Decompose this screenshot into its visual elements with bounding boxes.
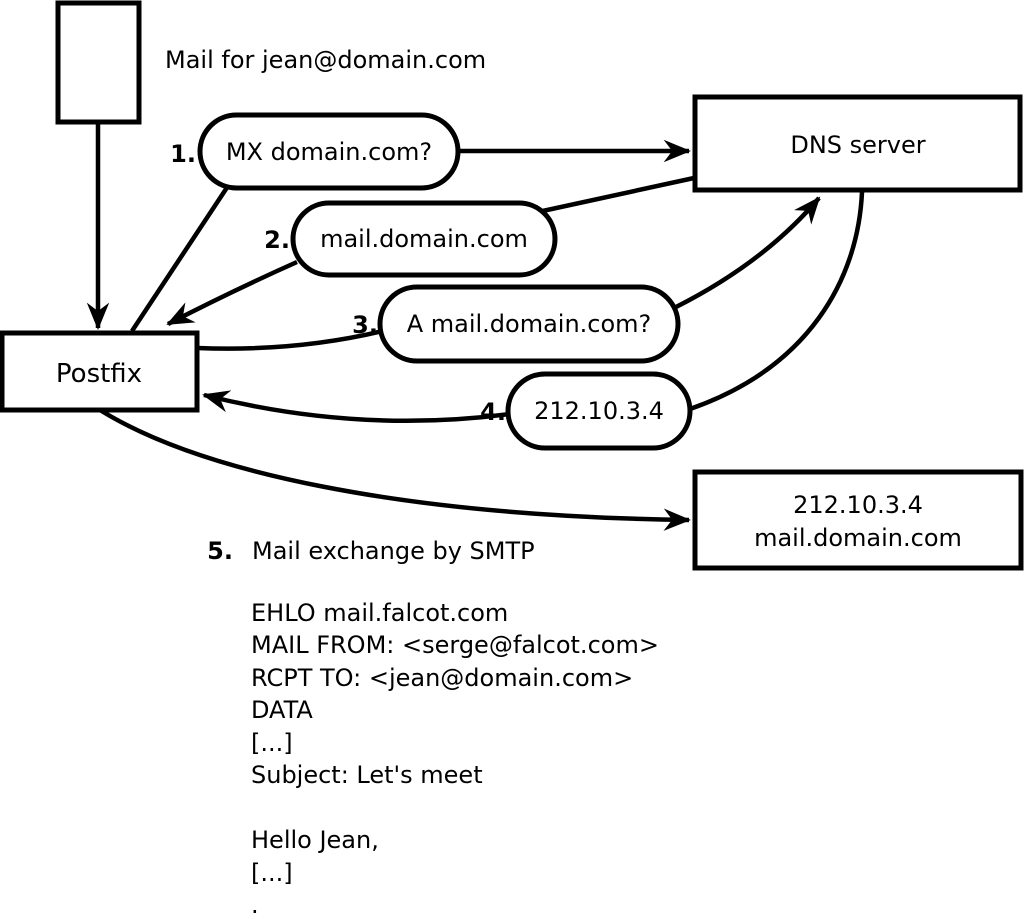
smtp-session-line: [...]: [251, 859, 293, 887]
line-postfix-to-query1: [130, 184, 230, 333]
smtp-session-line: DATA: [251, 696, 313, 724]
smtp-session-line: Hello Jean,: [251, 826, 379, 854]
mail-server-host-label: mail.domain.com: [754, 524, 962, 552]
mail-server-ip-label: 212.10.3.4: [793, 491, 923, 519]
arrow-postfix-to-mailserver: [98, 408, 691, 531]
smtp-session-line: Subject: Let's meet: [251, 761, 483, 789]
step-number-3: 3.: [352, 311, 378, 339]
query3-bubble: [377, 284, 681, 364]
dns-server-box: [692, 94, 1023, 193]
query3-label: A mail.domain.com?: [407, 310, 652, 338]
arrow-response2-to-postfix: [166, 259, 298, 326]
step-number-2: 2.: [264, 226, 290, 254]
response4-bubble: [505, 371, 693, 451]
line-dns-to-response2: [537, 175, 695, 215]
envelope-icon: [55, 0, 142, 125]
response2-label: mail.domain.com: [320, 225, 528, 253]
step-number-4: 4.: [480, 398, 506, 426]
query1-label: MX domain.com?: [226, 138, 432, 166]
line-postfix-to-query3: [196, 328, 384, 351]
smtp-session-line: [...]: [251, 729, 293, 757]
smtp-session-block: EHLO mail.falcot.com MAIL FROM: <serge@f…: [251, 599, 659, 919]
response4-label: 212.10.3.4: [534, 397, 664, 425]
smtp-session-line: .: [251, 891, 259, 919]
smtp-session-line: EHLO mail.falcot.com: [251, 599, 508, 627]
step-number-1: 1.: [170, 140, 196, 168]
response2-bubble: [290, 200, 558, 278]
query1-bubble: [197, 112, 461, 191]
step-number-5: 5.: [207, 537, 233, 565]
postfix-box: [0, 330, 200, 413]
nodes: [0, 0, 1024, 571]
dns-server-label: DNS server: [790, 131, 925, 159]
mail-server-box: [692, 469, 1024, 571]
smtp-session-line: MAIL FROM: <serge@falcot.com>: [251, 631, 659, 659]
labels: Mail for jean@domain.com Postfix DNS ser…: [56, 46, 962, 565]
edges: [86, 122, 865, 531]
postfix-label: Postfix: [56, 359, 142, 389]
mail-note-label: Mail for jean@domain.com: [165, 46, 486, 74]
smtp-session-line: RCPT TO: <jean@domain.com>: [251, 664, 633, 692]
arrow-response4-to-postfix: [202, 390, 511, 424]
arrow-query3-to-dns: [674, 196, 821, 310]
smtp-exchange-label: Mail exchange by SMTP: [252, 537, 535, 565]
line-dns-to-response4: [689, 191, 865, 412]
